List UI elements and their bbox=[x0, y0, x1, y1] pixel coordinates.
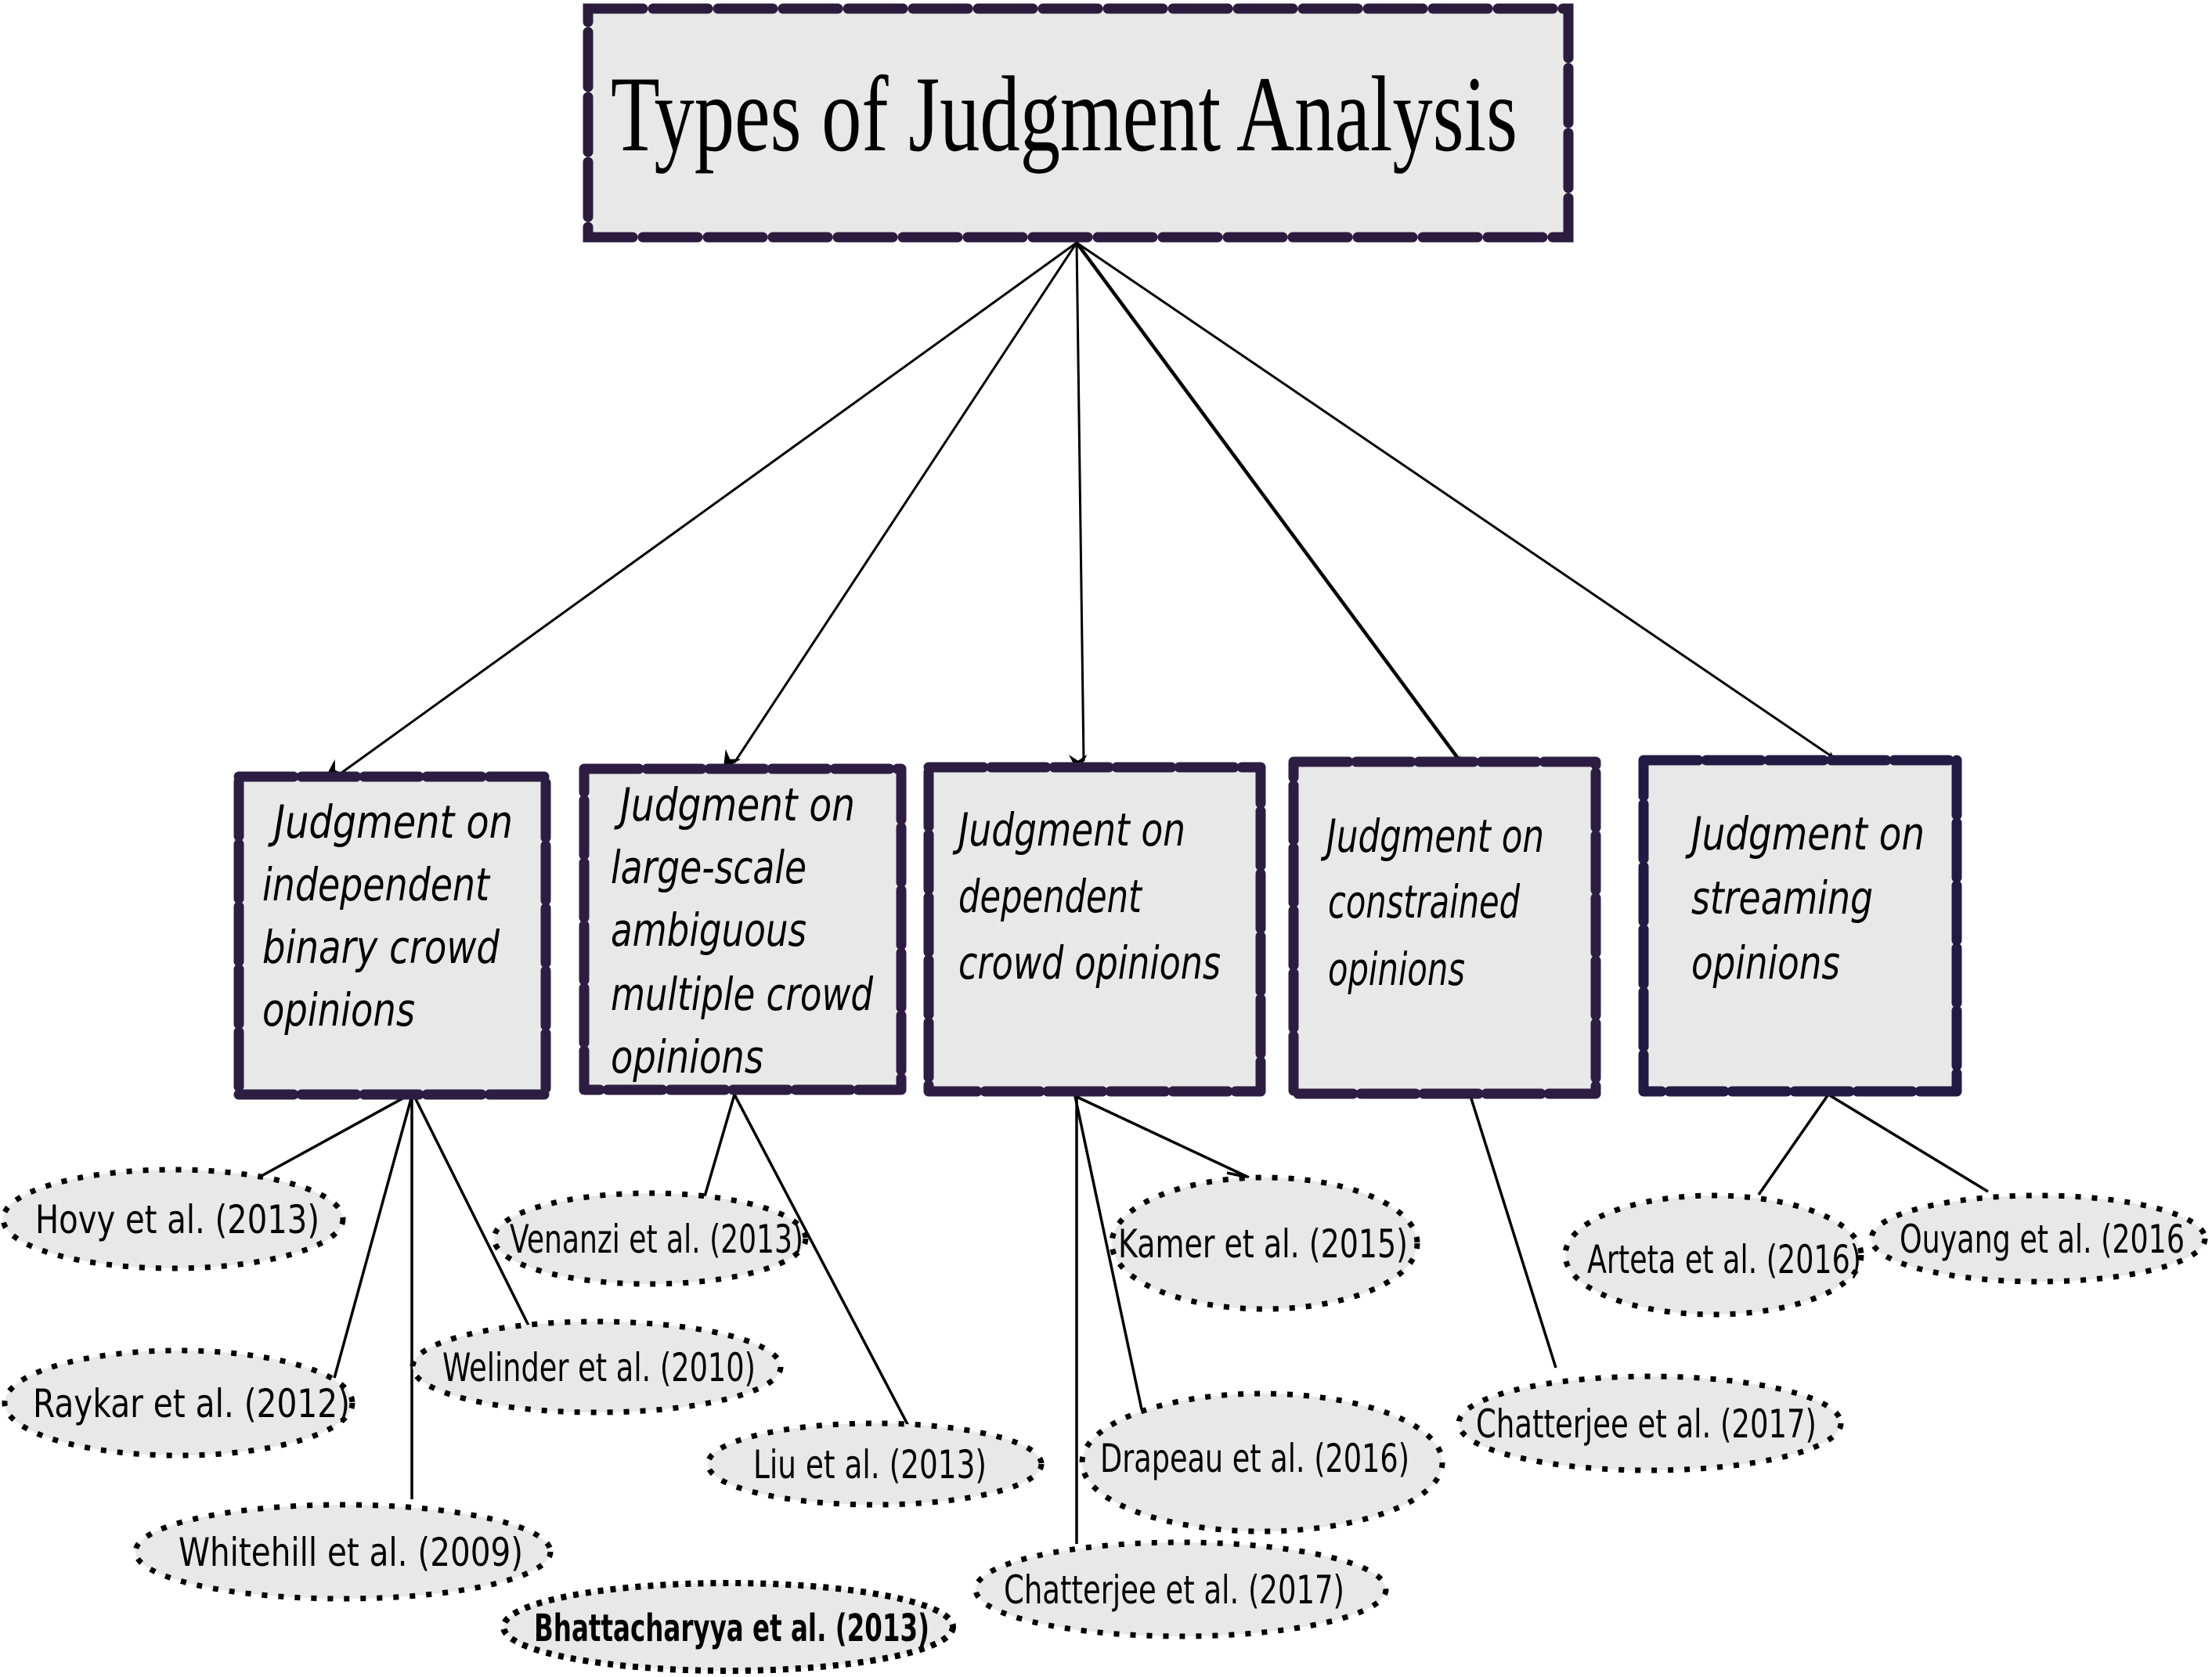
link-chatterjee-2017-constrained bbox=[1469, 1095, 1557, 1369]
link-hovy-2013 bbox=[259, 1091, 413, 1178]
link-liu-2013 bbox=[733, 1094, 910, 1426]
category-box-streaming: Judgment on streaming opinions bbox=[1638, 755, 1962, 1097]
arrow-to-dependent bbox=[1068, 242, 1088, 774]
category-label-line: multiple crowd bbox=[611, 968, 874, 1021]
category-label-line: large-scale bbox=[611, 841, 806, 894]
reference-label: Welinder et al. (2010) bbox=[442, 1345, 756, 1390]
reference-whitehill-2009: Whitehill et al. (2009) bbox=[132, 1502, 554, 1602]
reference-label: Chatterjee et al. (2017) bbox=[1476, 1401, 1817, 1447]
reference-arteta-2016: Arteta et al. (2016) bbox=[1562, 1192, 1864, 1318]
category-label-line: opinions bbox=[611, 1030, 763, 1084]
arrow-to-constrained bbox=[1075, 241, 1464, 776]
reference-hovy-2013: Hovy et al. (2013) bbox=[0, 1167, 346, 1271]
reference-label: Whitehill et al. (2009) bbox=[179, 1530, 523, 1575]
link-welinder-2010 bbox=[411, 1092, 530, 1326]
arrow-to-streaming bbox=[1076, 241, 1841, 770]
link-drapeau-2016 bbox=[1074, 1095, 1143, 1410]
svg-text:Judgment on independent: Judgment on independent binary crowd opi… bbox=[262, 795, 527, 1037]
category-box-dependent: Judgment on dependent crowd opinions bbox=[923, 762, 1266, 1097]
svg-text:Judgment on constrained: Judgment on constrained opinions bbox=[1320, 810, 1558, 996]
link-arteta-2016 bbox=[1757, 1094, 1830, 1196]
category-label-line: Judgment on bbox=[1320, 810, 1544, 863]
category-label-line: binary crowd bbox=[262, 921, 500, 974]
reference-raykar-2012: Raykar et al. (2012) bbox=[2, 1347, 355, 1459]
reference-bhattacharyya-2013: Bhattacharyya et al. (2013) bbox=[500, 1580, 956, 1674]
reference-drapeau-2016: Drapeau et al. (2016) bbox=[1079, 1390, 1445, 1535]
reference-label: Drapeau et al. (2016) bbox=[1100, 1436, 1409, 1481]
category-box-independent-binary: Judgment on independent binary crowd opi… bbox=[233, 771, 551, 1100]
reference-label: Chatterjee et al. (2017) bbox=[1004, 1567, 1344, 1613]
link-ouyang-2016 bbox=[1828, 1093, 1989, 1193]
reference-label: Raykar et al. (2012) bbox=[33, 1381, 350, 1426]
arrow-to-large-scale-ambiguous bbox=[723, 242, 1078, 770]
category-label-line: crowd opinions bbox=[958, 936, 1221, 990]
reference-label: Bhattacharyya et al. (2013) bbox=[534, 1607, 929, 1650]
category-label-line: dependent bbox=[958, 870, 1143, 923]
category-label-line: opinions bbox=[1691, 936, 1840, 990]
link-venanzi-2013 bbox=[703, 1094, 736, 1197]
reference-label: Arteta et al. (2016) bbox=[1587, 1237, 1861, 1282]
category-label-line: opinions bbox=[1328, 943, 1465, 996]
category-label-line: Judgment on bbox=[268, 795, 513, 849]
svg-text:Judgment on streaming: Judgment on streaming opinions bbox=[1685, 807, 1939, 990]
link-kamer-2015-tick bbox=[1226, 1171, 1250, 1179]
reference-chatterjee-2017-dependent: Chatterjee et al. (2017) bbox=[972, 1539, 1389, 1639]
link-raykar-2012 bbox=[333, 1092, 414, 1379]
reference-label: Kamer et al. (2015) bbox=[1118, 1221, 1408, 1267]
reference-links bbox=[259, 1091, 1989, 1544]
link-kamer-2015 bbox=[1074, 1095, 1250, 1179]
category-label-line: opinions bbox=[262, 983, 415, 1037]
category-box-large-scale-ambiguous: Judgment on large-scale ambiguous multip… bbox=[579, 763, 907, 1095]
reference-kamer-2015: Kamer et al. (2015) bbox=[1109, 1174, 1420, 1312]
category-label-line: streaming bbox=[1691, 871, 1873, 925]
diagram-title: Types of Judgment Analysis bbox=[611, 54, 1517, 174]
category-box-constrained: Judgment on constrained opinions bbox=[1288, 756, 1601, 1099]
reference-label: Venanzi et al. (2013) bbox=[510, 1217, 803, 1262]
svg-text:Judgment on large-scale: Judgment on large-scale ambiguous multip… bbox=[611, 778, 887, 1084]
category-label-line: Judgment on bbox=[952, 803, 1185, 857]
reference-liu-2013: Liu et al. (2013) bbox=[705, 1420, 1045, 1508]
reference-label: Hovy et al. (2013) bbox=[35, 1197, 319, 1242]
title-arrows bbox=[325, 241, 1841, 778]
category-label-line: ambiguous bbox=[611, 903, 806, 957]
category-label-line: Judgment on bbox=[1685, 807, 1925, 860]
reference-label: Ouyang et al. (2016 bbox=[1900, 1217, 2185, 1262]
reference-chatterjee-2017-constrained: Chatterjee et al. (2017) bbox=[1456, 1373, 1844, 1473]
title-box: Types of Judgment Analysis bbox=[583, 3, 1574, 243]
reference-welinder-2010: Welinder et al. (2010) bbox=[410, 1318, 784, 1416]
category-label-line: constrained bbox=[1328, 875, 1521, 929]
reference-label: Liu et al. (2013) bbox=[753, 1442, 987, 1488]
category-label-line: Judgment on bbox=[614, 778, 855, 831]
svg-text:Judgment on dependent: Judgment on dependent crowd opinions bbox=[952, 803, 1221, 990]
reference-venanzi-2013: Venanzi et al. (2013) bbox=[491, 1190, 809, 1287]
reference-ouyang-2016: Ouyang et al. (2016 bbox=[1868, 1192, 2208, 1285]
category-label-line: independent bbox=[262, 858, 491, 911]
arrow-to-independent-binary bbox=[325, 241, 1077, 778]
